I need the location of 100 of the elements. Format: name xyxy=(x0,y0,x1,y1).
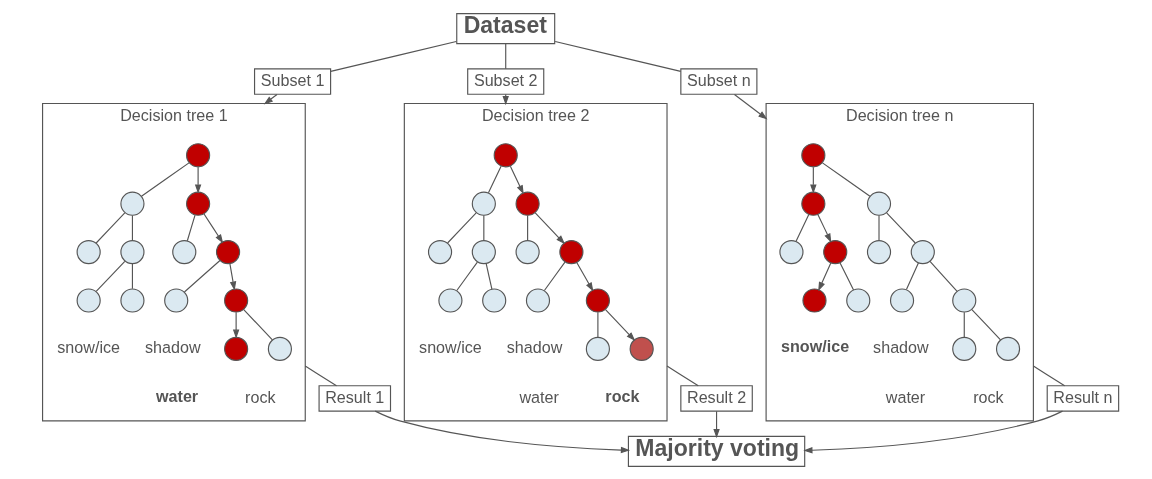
node-circle xyxy=(801,191,826,216)
node-circle xyxy=(515,191,540,216)
arrow xyxy=(817,213,832,243)
connector xyxy=(186,214,196,241)
node-circle xyxy=(952,287,977,313)
node-circle xyxy=(493,142,518,167)
node-circle xyxy=(120,191,145,216)
connector xyxy=(485,262,493,290)
connector xyxy=(140,161,190,197)
connector xyxy=(597,311,599,338)
arrow xyxy=(509,165,524,194)
connector xyxy=(929,260,958,292)
node-label: shadow xyxy=(873,337,929,356)
node-circle xyxy=(267,336,292,361)
connector xyxy=(131,214,133,241)
node-circle xyxy=(224,287,249,313)
node-circle xyxy=(779,239,804,264)
connector xyxy=(330,40,457,72)
node-circle xyxy=(889,287,915,313)
node-label: rock xyxy=(245,387,276,406)
node-circle xyxy=(910,239,935,264)
connector xyxy=(447,211,477,244)
arrow xyxy=(232,311,240,339)
node-circle xyxy=(471,239,496,264)
node-label: snow/ice xyxy=(57,337,120,356)
connector xyxy=(183,259,221,293)
node-label: water xyxy=(156,386,199,405)
node-circle xyxy=(802,287,827,313)
connector xyxy=(886,211,916,244)
connector xyxy=(821,161,871,197)
connector xyxy=(963,311,965,338)
node-circle xyxy=(186,142,211,167)
node-circle xyxy=(164,287,189,313)
node-circle xyxy=(559,239,584,264)
connector xyxy=(554,40,682,72)
connector xyxy=(527,214,529,241)
node-circle xyxy=(120,239,145,264)
arrow xyxy=(604,308,636,341)
node-circle xyxy=(224,336,249,361)
node-circle xyxy=(438,287,463,313)
node-circle xyxy=(866,239,892,264)
node-label: water xyxy=(519,387,559,406)
arrow xyxy=(803,410,1064,453)
connector xyxy=(878,214,880,241)
node-circle xyxy=(172,239,197,264)
arrow xyxy=(374,410,631,453)
node-label: rock xyxy=(973,387,1004,406)
node-circle xyxy=(76,239,101,264)
node-box: Result 1 xyxy=(318,384,392,412)
node-circle xyxy=(525,287,551,313)
node-circle xyxy=(629,336,654,361)
node-box: Subset n xyxy=(680,67,758,95)
connector xyxy=(905,261,919,290)
arrow xyxy=(263,93,278,104)
node-circle xyxy=(76,287,101,313)
connector xyxy=(666,364,699,386)
connector xyxy=(95,211,126,244)
node-box: Subset 1 xyxy=(254,67,332,95)
node-circle xyxy=(120,287,145,313)
connector xyxy=(483,214,485,241)
node-box: Result n xyxy=(1046,384,1120,412)
arrow xyxy=(229,262,237,291)
connector xyxy=(95,260,126,292)
node-label: water xyxy=(885,387,926,406)
arrow xyxy=(203,212,224,244)
node-label: snow/ice xyxy=(419,337,482,356)
node-circle xyxy=(186,191,211,216)
connector xyxy=(839,261,855,290)
connector xyxy=(505,42,507,69)
node-circle xyxy=(846,287,871,313)
node-circle xyxy=(866,191,892,216)
node-box: Result 2 xyxy=(680,384,753,412)
node-label: shadow xyxy=(144,337,201,356)
node-label: snow/ice xyxy=(781,336,850,355)
node-circle xyxy=(952,336,977,361)
connector xyxy=(1032,364,1066,386)
connector xyxy=(795,213,810,242)
node-label: shadow xyxy=(506,337,563,356)
node-circle xyxy=(215,239,241,264)
arrow xyxy=(534,211,566,244)
connector xyxy=(304,364,338,386)
node-circle xyxy=(801,142,826,167)
node-circle xyxy=(585,336,610,361)
connector xyxy=(243,308,273,340)
arrow xyxy=(733,93,768,119)
node-circle xyxy=(585,287,610,313)
arrow xyxy=(194,166,202,194)
arrow xyxy=(576,261,594,292)
connector xyxy=(543,261,566,291)
node-circle xyxy=(427,239,453,264)
node-circle xyxy=(515,239,540,264)
node-box: Majority voting xyxy=(627,435,806,467)
connector xyxy=(971,308,1002,340)
node-label: rock xyxy=(605,386,640,405)
node-box: Dataset xyxy=(456,12,556,44)
connector xyxy=(456,261,478,291)
connector xyxy=(487,165,502,193)
node-circle xyxy=(823,239,848,264)
connector xyxy=(131,262,133,289)
arrow xyxy=(713,410,720,438)
